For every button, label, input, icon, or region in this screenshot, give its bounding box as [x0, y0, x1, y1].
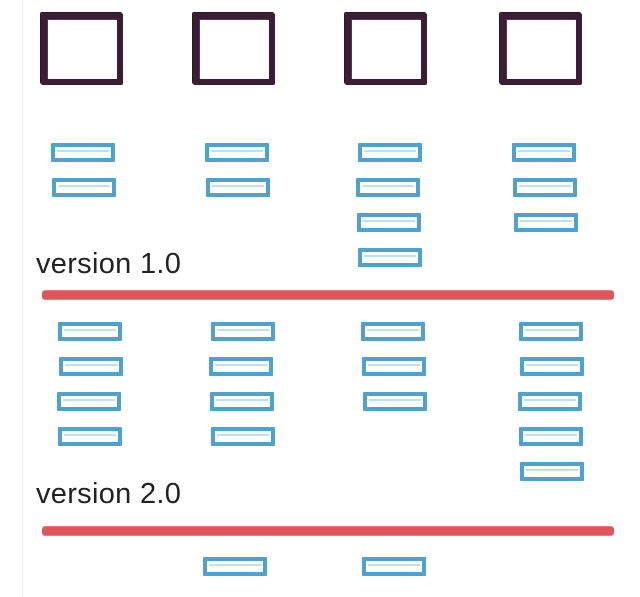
- story-card: [518, 392, 582, 411]
- story-card: [59, 357, 123, 376]
- story-card: [51, 143, 115, 162]
- left-margin-rule: [22, 0, 23, 597]
- story-card: [356, 178, 420, 197]
- story-card: [358, 248, 422, 267]
- story-card: [209, 357, 273, 376]
- story-card: [58, 322, 122, 341]
- story-card: [513, 178, 577, 197]
- release-label-version-1: version 1.0: [36, 248, 182, 280]
- story-card: [210, 392, 274, 411]
- story-card: [211, 322, 275, 341]
- story-card: [205, 143, 269, 162]
- story-card: [52, 178, 116, 197]
- story-card: [357, 213, 421, 232]
- release-line-2: [42, 527, 614, 535]
- story-card: [512, 143, 576, 162]
- story-card: [519, 427, 583, 446]
- column-header-3: [345, 13, 427, 85]
- story-card: [520, 462, 584, 481]
- column-header-2: [193, 13, 275, 85]
- release-line-1: [42, 291, 614, 299]
- column-header-1: [41, 13, 123, 85]
- story-card: [363, 392, 427, 411]
- story-card: [362, 357, 426, 376]
- story-card: [514, 213, 578, 232]
- story-card: [57, 392, 121, 411]
- story-card: [211, 427, 275, 446]
- column-header-4: [500, 13, 582, 85]
- story-card: [362, 557, 426, 576]
- story-card: [206, 178, 270, 197]
- story-card: [203, 557, 267, 576]
- story-card: [519, 322, 583, 341]
- story-card: [58, 427, 122, 446]
- story-card: [358, 143, 422, 162]
- story-card: [361, 322, 425, 341]
- release-label-version-2: version 2.0: [36, 478, 182, 510]
- story-card: [520, 357, 584, 376]
